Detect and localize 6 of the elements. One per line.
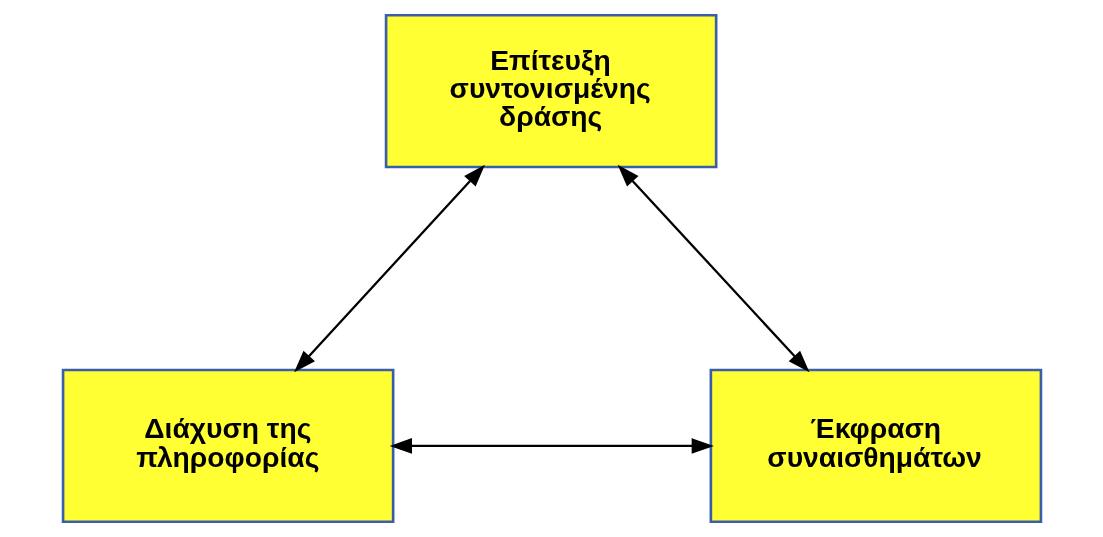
arrow — [617, 164, 809, 373]
node-box: Επίτευξη συντονισμένης δράσης — [384, 13, 717, 169]
node-box: Διάχυση της πληροφορίας — [61, 368, 394, 524]
arrow — [389, 438, 714, 454]
arrow — [293, 164, 485, 373]
node-box: Έκφραση συναισθημάτων — [709, 368, 1042, 524]
